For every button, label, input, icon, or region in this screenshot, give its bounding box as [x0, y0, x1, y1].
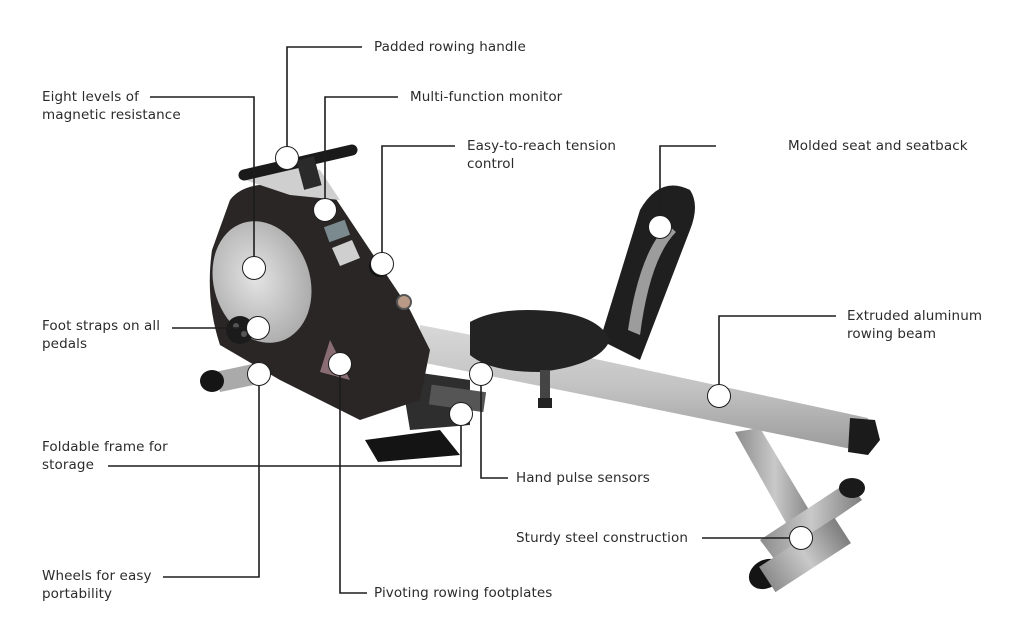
hotspot-padded-rowing-handle[interactable] — [275, 146, 299, 170]
hotspot-pivoting-footplates[interactable] — [328, 352, 352, 376]
label-steel-construction: Sturdy steel construction — [516, 530, 689, 546]
hotspot-aluminum-beam[interactable] — [707, 384, 731, 408]
label-aluminum-beam: Extruded aluminum rowing beam — [847, 308, 983, 342]
label-molded-seat: Molded seat and seatback — [788, 138, 968, 154]
label-eight-levels-resistance: Eight levels of magnetic resistance — [42, 89, 181, 123]
label-hand-pulse-sensors: Hand pulse sensors — [516, 470, 650, 486]
hotspot-eight-levels-resistance[interactable] — [242, 256, 266, 280]
main-housing — [209, 166, 430, 420]
label-foot-straps: Foot straps on all pedals — [42, 318, 161, 352]
hotspot-wheels[interactable] — [247, 362, 271, 386]
hotspot-tension-control[interactable] — [370, 252, 394, 276]
label-wheels: Wheels for easy portability — [42, 568, 152, 602]
hotspot-foot-straps[interactable] — [246, 316, 270, 340]
hotspot-multi-function-monitor[interactable] — [313, 198, 337, 222]
label-padded-rowing-handle: Padded rowing handle — [374, 39, 526, 55]
hotspot-foldable-frame[interactable] — [449, 402, 473, 426]
label-foldable-frame: Foldable frame for storage — [42, 439, 168, 473]
hotspot-molded-seat[interactable] — [648, 215, 672, 239]
label-pivoting-footplates: Pivoting rowing footplates — [374, 585, 553, 601]
label-multi-function-monitor: Multi-function monitor — [410, 89, 563, 105]
rear-support-leg — [735, 428, 865, 593]
hotspot-hand-pulse-sensors[interactable] — [469, 362, 493, 386]
leader-lines — [108, 46, 836, 594]
hotspot-steel-construction[interactable] — [789, 526, 813, 550]
label-tension-control: Easy-to-reach tension control — [467, 138, 617, 172]
